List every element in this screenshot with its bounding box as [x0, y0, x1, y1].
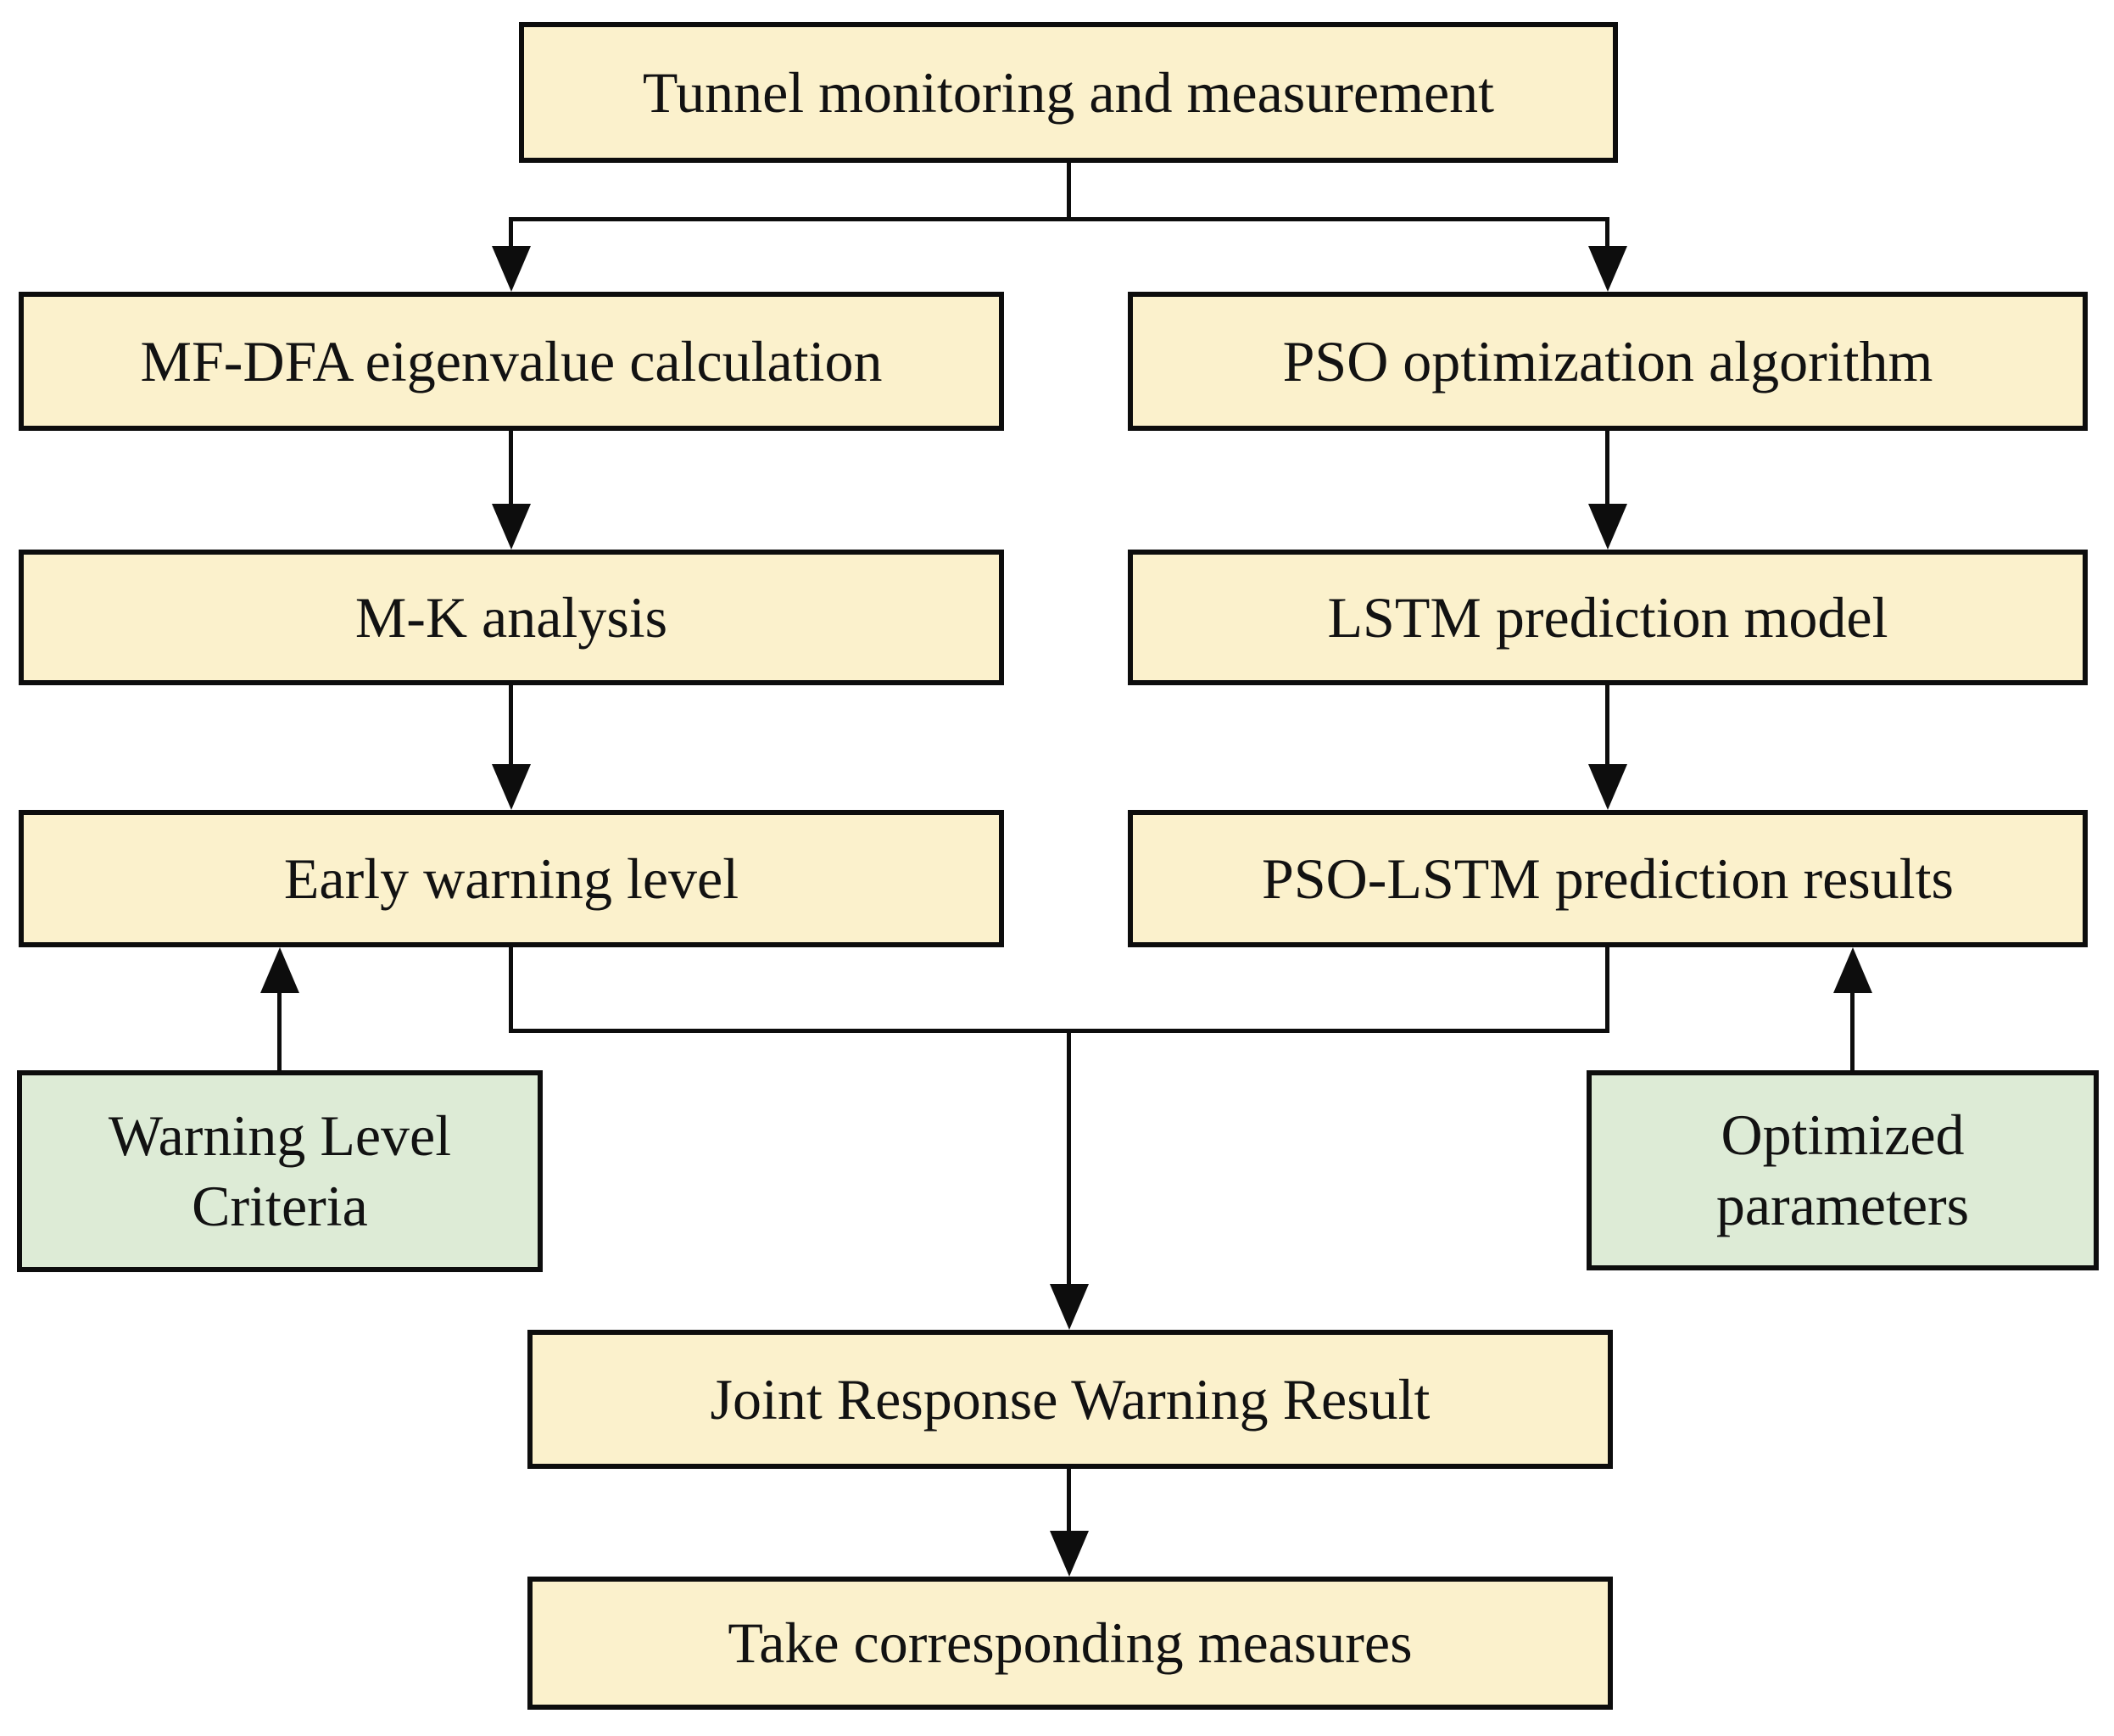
connector-pso-to-lstm — [1605, 431, 1609, 509]
connector-criteria-up — [277, 988, 282, 1070]
node-mfdfa-eigenvalue: MF-DFA eigenvalue calculation — [19, 292, 1004, 431]
connector-merge-horizontal — [509, 1029, 1609, 1033]
node-label: M-K analysis — [354, 584, 668, 650]
node-label: Take corresponding measures — [728, 1610, 1413, 1676]
connector-mfdfa-to-mk — [509, 431, 513, 509]
node-psolstm-results: PSO-LSTM prediction results — [1128, 810, 2088, 947]
connector-merge-center-drop — [1067, 1029, 1071, 1287]
node-tunnel-monitoring: Tunnel monitoring and measurement — [519, 22, 1618, 163]
arrowhead-to-joint — [1050, 1284, 1089, 1330]
node-label: Optimized parameters — [1715, 1102, 1970, 1237]
node-lstm-model: LSTM prediction model — [1128, 550, 2088, 685]
node-label: Warning Level Criteria — [108, 1103, 452, 1238]
connector-psolstm-down — [1605, 947, 1609, 1033]
node-early-warning-level: Early warning level — [19, 810, 1004, 947]
connector-lstm-to-psolstm — [1605, 685, 1609, 770]
node-take-measures: Take corresponding measures — [527, 1577, 1613, 1710]
node-label: Joint Response Warning Result — [710, 1366, 1431, 1432]
arrowhead-to-pso — [1588, 246, 1627, 292]
node-label: LSTM prediction model — [1327, 584, 1888, 650]
arrowhead-params-to-psolstm — [1833, 947, 1872, 993]
connector-split-right-drop — [1605, 217, 1609, 254]
arrowhead-to-psolstm — [1588, 764, 1627, 810]
connector-params-up — [1850, 988, 1855, 1070]
connector-split-left-drop — [509, 217, 513, 254]
arrowhead-to-lstm — [1588, 504, 1627, 550]
node-warning-level-criteria: Warning Level Criteria — [17, 1070, 543, 1272]
connector-split-horizontal — [509, 217, 1609, 221]
arrowhead-to-measures — [1050, 1531, 1089, 1577]
connector-tunnel-stem — [1067, 163, 1071, 220]
node-label: PSO optimization algorithm — [1282, 328, 1933, 394]
node-mk-analysis: M-K analysis — [19, 550, 1004, 685]
node-label: MF-DFA eigenvalue calculation — [140, 328, 883, 394]
arrowhead-to-mk — [492, 504, 531, 550]
node-label: PSO-LSTM prediction results — [1262, 846, 1954, 911]
node-label: Tunnel monitoring and measurement — [642, 59, 1495, 125]
connector-mk-to-early — [509, 685, 513, 770]
node-optimized-parameters: Optimized parameters — [1587, 1070, 2099, 1270]
connector-early-down — [509, 947, 513, 1033]
node-pso-optimization: PSO optimization algorithm — [1128, 292, 2088, 431]
arrowhead-to-mfdfa — [492, 246, 531, 292]
node-joint-response-result: Joint Response Warning Result — [527, 1330, 1613, 1469]
arrowhead-criteria-to-early — [260, 947, 299, 993]
connector-joint-to-measures — [1067, 1469, 1071, 1534]
node-label: Early warning level — [283, 846, 739, 911]
arrowhead-to-early — [492, 764, 531, 810]
